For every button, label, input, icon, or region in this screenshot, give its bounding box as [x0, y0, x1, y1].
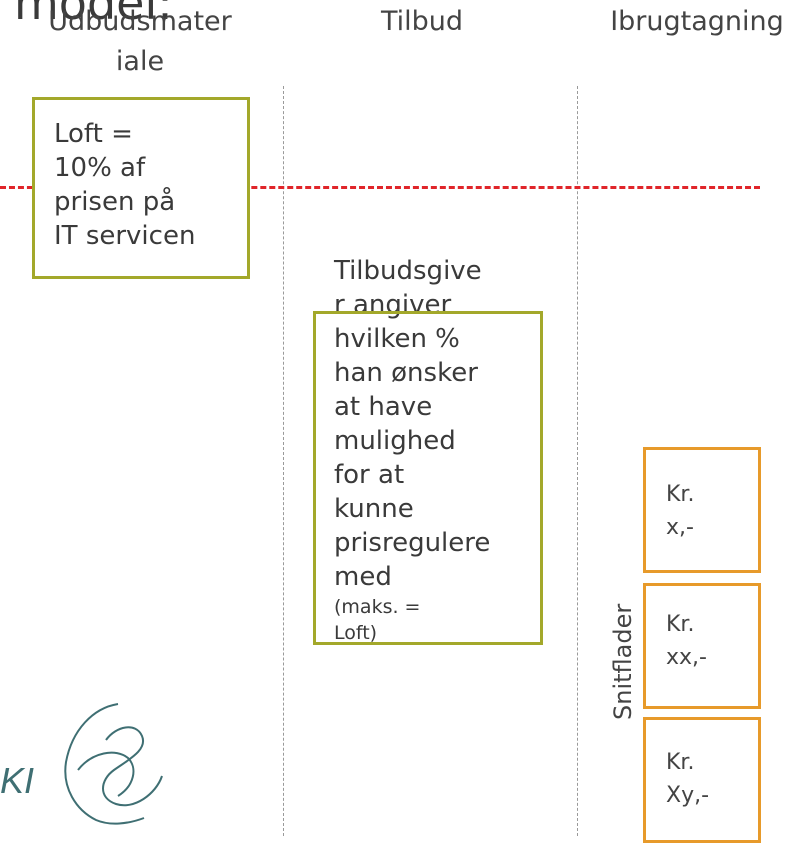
tilbud-line: prisregulere: [334, 528, 491, 558]
price-currency: Kr.: [666, 482, 695, 507]
price-box: Kr. xx,-: [643, 583, 761, 709]
loft-line: prisen på: [54, 187, 176, 217]
tilbud-highlight-box: [313, 311, 543, 645]
column-divider-1: [283, 86, 284, 836]
tilbud-line: at have: [334, 392, 433, 422]
price-box: Kr. Xy,-: [643, 717, 761, 843]
column-header-tilbud: Tilbud: [380, 6, 464, 37]
price-amount: xx,-: [666, 645, 707, 670]
snitflader-label: Snitflader: [609, 603, 637, 720]
price-amount: x,-: [666, 515, 694, 540]
tilbud-line: kunne: [334, 494, 414, 524]
slide-title-fragment: model:: [14, 0, 173, 30]
column-header-line-1: Udbudsmater: [48, 6, 232, 37]
price-amount: Xy,-: [666, 783, 710, 808]
tilbud-line: med: [334, 562, 392, 592]
loft-line: Loft =: [54, 119, 133, 149]
loft-threshold-line: [0, 186, 760, 189]
tilbud-line: hvilken %: [334, 324, 460, 354]
tilbud-description: Tilbudsgive r angiver hvilken % han ønsk…: [334, 254, 554, 646]
logo: KI: [0, 700, 170, 836]
loft-box-text: Loft = 10% af prisen på IT servicen: [54, 117, 244, 253]
tilbud-note-line: Loft): [334, 622, 378, 644]
price-box-text: Kr. xx,-: [666, 608, 707, 674]
column-header-udbudsmateriale: Udbudsmater iale: [20, 2, 260, 82]
price-box-text: Kr. x,-: [666, 478, 694, 544]
loft-line: IT servicen: [54, 221, 196, 251]
column-divider-2: [577, 86, 578, 836]
tilbud-line: Tilbudsgive: [334, 256, 482, 286]
tilbud-line: for at: [334, 460, 405, 490]
tilbud-note: (maks. = Loft): [334, 594, 554, 646]
column-header-line-2: iale: [115, 46, 165, 77]
logo-swirl-icon: [64, 703, 163, 825]
tilbud-line: han ønsker: [334, 358, 478, 388]
tilbud-note-line: (maks. =: [334, 596, 421, 618]
tilbud-line: r angiver: [334, 290, 452, 320]
price-box-text: Kr. Xy,-: [666, 746, 709, 812]
logo-text: KI: [0, 760, 35, 801]
loft-line: 10% af: [54, 153, 146, 183]
price-currency: Kr.: [666, 750, 695, 775]
column-header-ibrugtagning: Ibrugtagning: [610, 6, 784, 37]
tilbud-line: mulighed: [334, 426, 456, 456]
price-currency: Kr.: [666, 612, 695, 637]
price-box: Kr. x,-: [643, 447, 761, 573]
loft-box: [32, 97, 250, 279]
